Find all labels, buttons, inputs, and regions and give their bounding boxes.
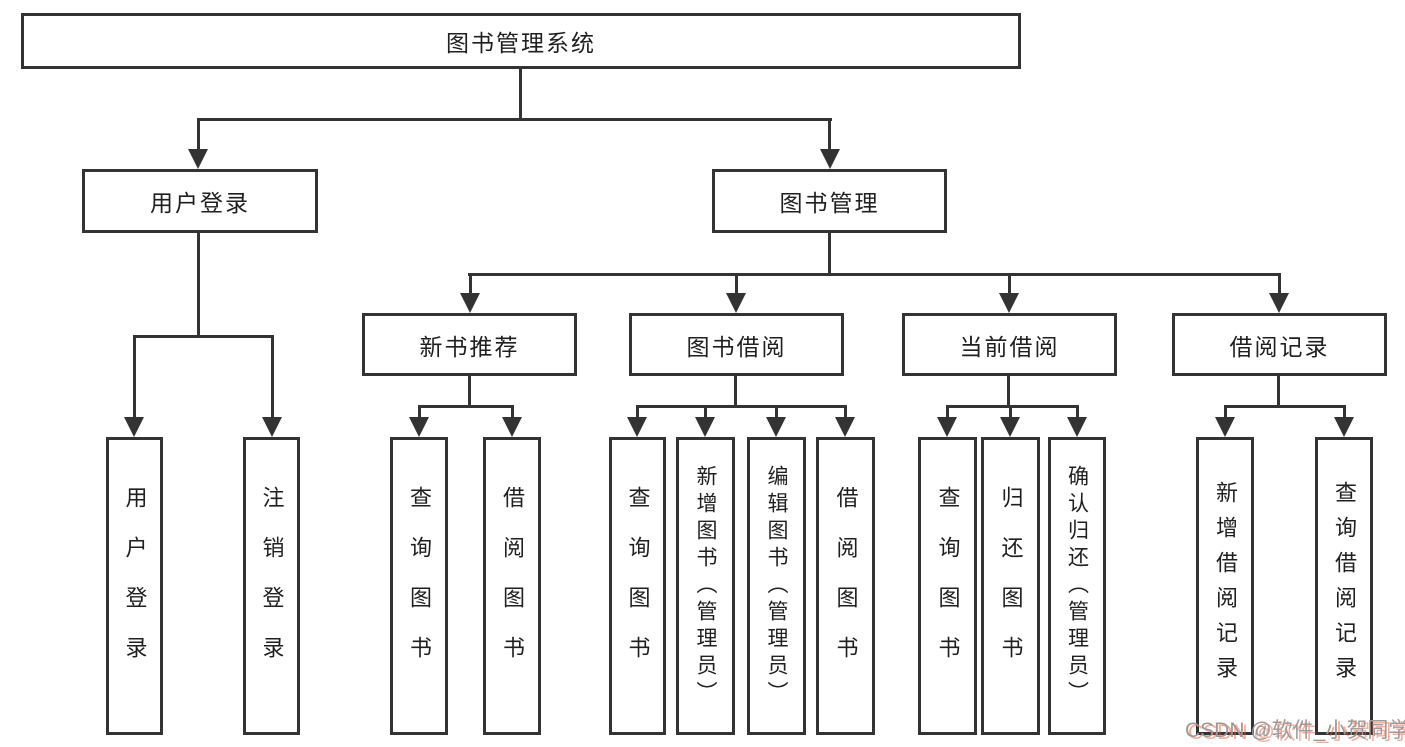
leaf-confirm-return-admin-label: 确认归还（管理员） [1065,464,1089,708]
leaf-user-login: 用户登录 [106,437,163,735]
connector-root-stem [519,69,522,118]
arrow-down-icon [999,293,1019,313]
connector-arrow-stem [735,273,738,295]
connector-book-management-stem [828,233,831,276]
connector-level1-spreader [197,118,832,121]
arrow-down-icon [937,417,957,437]
connector-new-book-stem [468,376,471,408]
node-borrow-record: 借阅记录 [1172,313,1387,376]
node-new-book-recommend-label: 新书推荐 [419,333,520,360]
connector-arrow-stem [946,405,949,419]
connector-arrow-stem [133,335,136,419]
arrow-down-icon [766,417,786,437]
leaf-query-books-label: 查询图书 [935,486,961,686]
leaf-query-books-recommend: 查询图书 [390,437,448,735]
leaf-borrow-books-label: 借阅图书 [833,486,859,686]
node-new-book-recommend: 新书推荐 [362,313,577,376]
node-book-borrow: 图书借阅 [629,313,844,376]
leaf-add-borrow-record-label: 新增借阅记录 [1213,481,1238,691]
leaf-return-book-label: 归还图书 [998,486,1024,686]
connector-arrow-stem [636,405,639,419]
connector-borrow-record-spreader [1224,405,1345,408]
leaf-add-borrow-record: 新增借阅记录 [1196,437,1254,735]
leaf-edit-book-admin-label: 编辑图书（管理员） [765,464,788,708]
connector-arrow-stem [828,118,831,151]
leaf-borrow-books-recommend: 借阅图书 [483,437,541,735]
connector-arrow-stem [1009,405,1012,419]
arrow-down-icon [695,417,715,437]
leaf-query-books-label: 查询图书 [625,486,651,686]
arrow-down-icon [262,417,282,437]
node-user-login: 用户登录 [82,169,318,233]
node-book-management-label: 图书管理 [779,190,880,216]
leaf-user-login-label: 用户登录 [122,486,148,686]
connector-arrow-stem [1008,273,1011,295]
leaf-query-borrow-record: 查询借阅记录 [1315,437,1373,735]
leaf-query-books-borrow: 查询图书 [609,437,666,735]
connector-current-borrow-stem [1007,376,1010,408]
arrow-down-icon [124,417,144,437]
connector-borrow-record-stem [1277,376,1280,408]
connector-arrow-stem [844,405,847,419]
leaf-borrow-books: 借阅图书 [816,437,875,735]
node-current-borrow-label: 当前借阅 [959,333,1060,360]
arrow-down-icon [188,149,208,169]
node-borrow-record-label: 借阅记录 [1229,333,1330,360]
leaf-confirm-return-admin: 确认归还（管理员） [1048,437,1106,735]
connector-arrow-stem [775,405,778,419]
arrow-down-icon [460,293,480,313]
arrow-down-icon [409,417,429,437]
arrow-down-icon [1067,417,1087,437]
arrow-down-icon [726,293,746,313]
connector-arrow-stem [511,405,514,419]
node-book-borrow-label: 图书借阅 [686,333,787,360]
arrow-down-icon [1215,417,1235,437]
leaf-query-books-label: 查询图书 [407,486,432,686]
node-current-borrow: 当前借阅 [902,313,1117,376]
connector-new-book-spreader [418,405,514,408]
connector-user-login-stem [197,233,200,338]
arrow-down-icon [820,149,840,169]
arrow-down-icon [627,417,647,437]
node-book-management: 图书管理 [712,169,947,233]
arrow-down-icon [502,417,522,437]
leaf-borrow-books-label: 借阅图书 [500,486,525,686]
arrow-down-icon [835,417,855,437]
connector-arrow-stem [469,273,472,295]
connector-level2-spreader [468,273,1281,276]
connector-arrow-stem [1278,273,1281,295]
connector-arrow-stem [704,405,707,419]
node-root-library-system: 图书管理系统 [21,13,1021,69]
leaf-edit-book-admin: 编辑图书（管理员） [747,437,806,735]
connector-arrow-stem [197,118,200,151]
connector-arrow-stem [1224,405,1227,419]
leaf-query-borrow-record-label: 查询借阅记录 [1332,481,1357,691]
arrow-down-icon [1000,417,1020,437]
csdn-watermark: CSDN @软件_小贺同学 [1185,719,1405,742]
leaf-query-books-current: 查询图书 [918,437,977,735]
leaf-logout: 注销登录 [243,437,300,735]
connector-user-login-spreader [133,335,274,338]
leaf-logout-label: 注销登录 [259,486,285,686]
connector-arrow-stem [1343,405,1346,419]
connector-arrow-stem [271,335,274,419]
leaf-add-book-admin-label: 新增图书（管理员） [694,464,717,708]
connector-arrow-stem [418,405,421,419]
connector-current-borrow-spreader [946,405,1078,408]
connector-arrow-stem [1076,405,1079,419]
leaf-add-book-admin: 新增图书（管理员） [676,437,735,735]
arrow-down-icon [1269,293,1289,313]
node-user-login-label: 用户登录 [150,190,250,216]
arrow-down-icon [1334,417,1354,437]
connector-book-borrow-spreader [636,405,846,408]
leaf-return-book: 归还图书 [981,437,1040,735]
connector-book-borrow-stem [734,376,737,408]
node-root-label: 图书管理系统 [446,30,596,56]
